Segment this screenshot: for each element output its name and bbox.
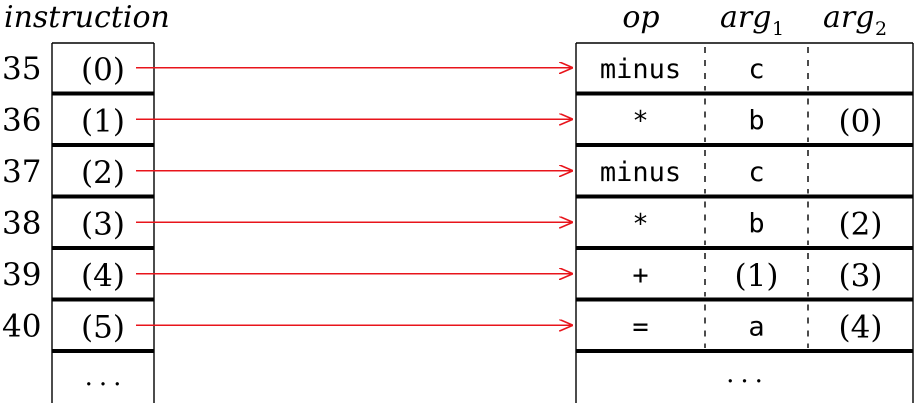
- triple-arg1-cell: (1): [735, 258, 779, 294]
- instruction-index-label: 39: [2, 257, 41, 293]
- pointer-arrows: [136, 68, 572, 326]
- triple-arg2-cell: (0): [839, 103, 883, 139]
- array-ellipsis: ...: [85, 362, 128, 392]
- triple-arg1-cell: b: [748, 105, 764, 136]
- instruction-pointer-cell: (3): [81, 206, 125, 242]
- triple-op-cell: minus: [600, 157, 681, 188]
- instruction-array: 35 (0) 36 (1) 37 (2) 38 (3) 39 (4) 40 (5)...: [2, 42, 155, 403]
- instruction-pointer-cell: (1): [81, 103, 125, 139]
- triple-op-cell: +: [632, 260, 648, 291]
- array-row-separator: [52, 194, 154, 199]
- table-row-separator: [576, 143, 913, 147]
- array-row-separator: [52, 246, 154, 250]
- arg1-header-subscript: 1: [772, 18, 784, 40]
- instruction-index-label: 35: [2, 51, 41, 87]
- arg1-header-base: arg: [720, 0, 771, 35]
- table-ellipsis: ...: [726, 359, 769, 389]
- instruction-pointer-cell: (0): [81, 52, 125, 88]
- table-row-separator: [576, 246, 913, 250]
- triple-arg2-cell: (2): [839, 206, 883, 242]
- triple-arg1-cell: b: [748, 208, 764, 239]
- table-row-separator: [576, 297, 913, 302]
- triple-arg2-cell: (3): [839, 258, 883, 294]
- triple-op-cell: =: [632, 311, 648, 342]
- triples-table: minus c * b (0) minus c * b (2) + (1) (3) = a (4)...: [575, 42, 914, 403]
- instruction-index-label: 38: [2, 205, 41, 241]
- triple-op-cell: *: [632, 208, 648, 239]
- triple-op-cell: minus: [600, 54, 681, 85]
- array-row-separator: [52, 91, 154, 96]
- op-header: op: [622, 0, 659, 35]
- triple-op-cell: *: [632, 105, 648, 136]
- table-row-separator: [576, 349, 913, 353]
- array-row-separator: [52, 349, 154, 353]
- triple-arg1-cell: c: [748, 157, 764, 188]
- instruction-index-label: 37: [2, 154, 41, 190]
- table-row-separator: [576, 194, 913, 199]
- instruction-header: instruction: [4, 0, 170, 35]
- triple-arg1-cell: a: [748, 311, 764, 342]
- instruction-pointer-cell: (4): [81, 258, 125, 294]
- arg2-header: arg 2: [823, 0, 887, 40]
- arg1-header: arg 1: [720, 0, 784, 40]
- arg2-header-base: arg: [823, 0, 874, 35]
- instruction-pointer-cell: (5): [81, 309, 125, 345]
- instruction-index-label: 36: [2, 102, 41, 138]
- table-row-separator: [576, 91, 913, 96]
- arg2-header-subscript: 2: [875, 18, 887, 40]
- instruction-index-label: 40: [2, 308, 41, 344]
- instruction-pointer-cell: (2): [81, 155, 125, 191]
- array-row-separator: [52, 143, 154, 147]
- triple-arg2-cell: (4): [839, 309, 883, 345]
- array-row-separator: [52, 297, 154, 302]
- triple-arg1-cell: c: [748, 54, 764, 85]
